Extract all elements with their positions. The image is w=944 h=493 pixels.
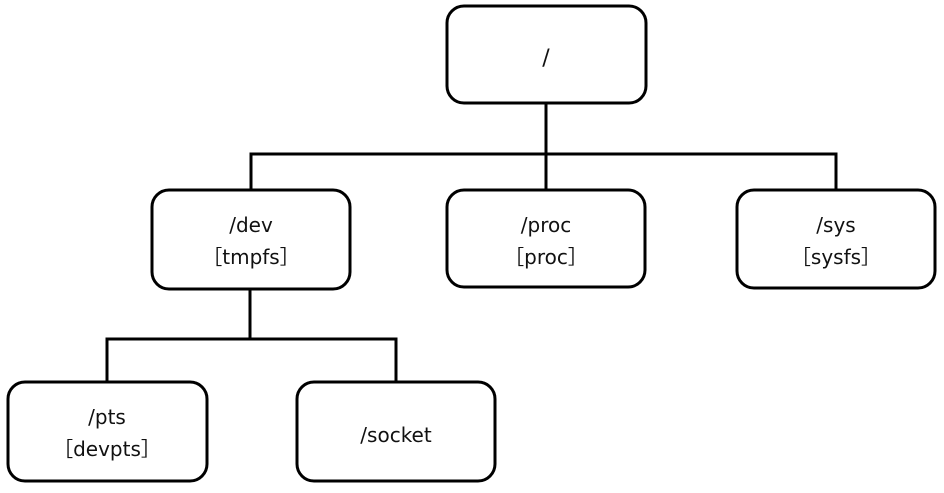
node-pts-box — [6, 380, 209, 483]
node-root: / — [445, 4, 648, 105]
node-sys-fs: ［sysfs］ — [791, 245, 881, 269]
node-proc-label: /proc — [521, 213, 571, 237]
node-dev-fs: ［tmpfs］ — [202, 245, 299, 269]
node-sys-box — [735, 188, 937, 290]
node-pts-fs: ［devpts］ — [53, 437, 161, 461]
node-dev-box — [150, 188, 352, 291]
node-proc: /proc ［proc］ — [445, 188, 647, 289]
node-proc-fs: ［proc］ — [504, 245, 588, 269]
node-sys: /sys ［sysfs］ — [735, 188, 937, 290]
node-socket-box — [295, 380, 497, 483]
node-socket: /socket — [295, 380, 497, 483]
node-pts-label: /pts — [88, 405, 126, 429]
node-root-box — [445, 4, 648, 105]
node-dev-label: /dev — [229, 213, 273, 237]
node-root-label: / — [542, 46, 550, 71]
node-proc-box — [445, 188, 647, 289]
node-dev: /dev ［tmpfs］ — [150, 188, 352, 291]
node-pts: /pts ［devpts］ — [6, 380, 209, 483]
node-sys-label: /sys — [816, 213, 855, 237]
connectors — [105, 101, 838, 384]
node-socket-label: /socket — [360, 423, 432, 447]
